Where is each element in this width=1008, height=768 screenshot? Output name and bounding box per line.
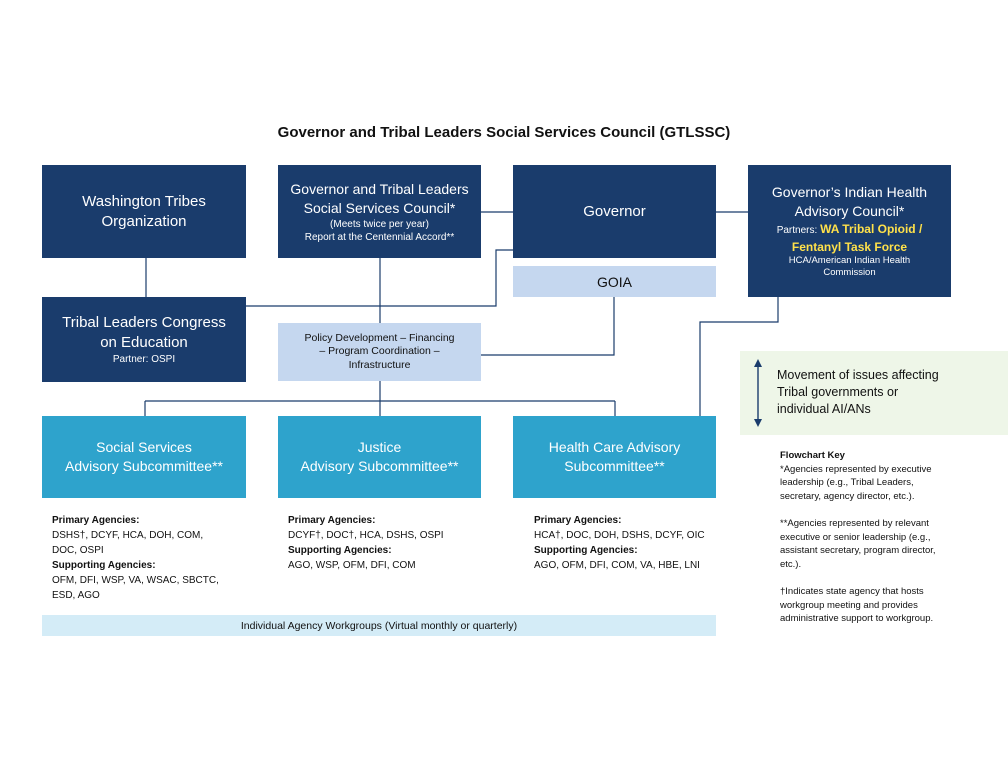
justice-supporting-1: AGO, WSP, OFM, DFI, COM [288, 560, 416, 571]
connector-tlce-governor [246, 249, 513, 307]
ihac-partners-highlight-2: Fentanyl Task Force [791, 240, 908, 254]
social-primary-label: Primary Agencies: [52, 515, 140, 526]
health-supporting-label: Supporting Agencies: [534, 545, 638, 556]
workgroups-bar: Individual Agency Workgroups (Virtual mo… [42, 615, 716, 636]
ihac-partners-highlight-1: WA Tribal Opioid / [820, 222, 923, 236]
key-item1-1: *Agencies represented by executive [780, 463, 932, 475]
box-governor: Governor [513, 165, 716, 258]
health-line1: Health Care Advisory [548, 439, 681, 455]
legend-text: Movement of issues affecting Tribal gove… [777, 367, 939, 418]
health-supporting-1: AGO, OFM, DFI, COM, VA, HBE, LNI [534, 560, 700, 571]
box-gtlssc-council: Governor and Tribal Leaders Social Servi… [278, 165, 481, 258]
social-supporting-1: OFM, DFI, WSP, VA, WSAC, SBCTC, [52, 575, 219, 586]
tlce-line2: on Education [100, 334, 188, 351]
legend-box: Movement of issues affecting Tribal gove… [740, 351, 1008, 435]
key-item1-3: secretary, agency director, etc.). [780, 490, 915, 502]
ihac-line4: Commission [823, 267, 876, 278]
tlce-partner: Partner: OSPI [112, 354, 176, 365]
box-tribal-leaders-congress: Tribal Leaders Congress on Education Par… [42, 297, 246, 382]
health-primary-label: Primary Agencies: [534, 515, 622, 526]
key-item3-1: †Indicates state agency that hosts [780, 586, 924, 597]
double-arrow-icon [754, 359, 762, 427]
key-title: Flowchart Key [780, 450, 845, 461]
social-line1: Social Services [96, 439, 192, 455]
connector-policy-goia [481, 297, 615, 356]
governor-label: Governor [583, 202, 646, 220]
policy-line3: Infrastructure [348, 358, 411, 371]
page-title: Governor and Tribal Leaders Social Servi… [277, 124, 731, 141]
social-line2: Advisory Subcommittee** [65, 458, 223, 474]
ihac-line2: Advisory Council* [794, 203, 905, 219]
workgroups-label: Individual Agency Workgroups (Virtual mo… [240, 619, 518, 632]
health-primary-1: HCA†, DOC, DOH, DSHS, DCYF, OIC [534, 530, 705, 541]
key-item2-3: assistant secretary, program director, [780, 545, 936, 556]
justice-agencies: Primary Agencies: DCYF†, DOC†, HCA, DSHS… [288, 513, 488, 573]
box-social-services-subcommittee: Social Services Advisory Subcommittee** [42, 416, 246, 498]
council-line4: Report at the Centennial Accord** [304, 231, 455, 243]
council-line3: (Meets twice per year) [330, 218, 429, 230]
key-item2-1: **Agencies represented by relevant [780, 518, 929, 529]
key-item2-4: etc.). [780, 558, 802, 570]
policy-line2: – Program Coordination – [319, 345, 440, 358]
council-line1: Governor and Tribal Leaders [290, 180, 469, 197]
justice-line2: Advisory Subcommittee** [300, 458, 459, 474]
justice-line1: Justice [357, 439, 402, 455]
ihac-partners-prefix: Partners: [776, 225, 818, 236]
box-goia: GOIA [513, 266, 716, 297]
tlce-line1: Tribal Leaders Congress [62, 314, 226, 331]
flowchart-key: Flowchart Key *Agencies represented by e… [780, 449, 990, 626]
social-primary-2: DOC, OSPI [52, 545, 104, 556]
ihac-line1: Governor’s Indian Health [771, 184, 928, 200]
council-line2: Social Services Council* [303, 199, 456, 216]
justice-supporting-label: Supporting Agencies: [288, 545, 392, 556]
key-item2-2: executive or senior leadership (e.g., [780, 531, 931, 543]
justice-primary-label: Primary Agencies: [288, 515, 376, 526]
health-agencies: Primary Agencies: HCA†, DOC, DOH, DSHS, … [534, 513, 734, 573]
key-item3-2: workgroup meeting and provides [780, 599, 918, 611]
justice-primary-1: DCYF†, DOC†, HCA, DSHS, OSPI [288, 530, 444, 541]
legend-line2: Tribal governments or [777, 385, 899, 399]
policy-line1: Policy Development – Financing [304, 331, 455, 344]
wto-line1: Washington Tribes [82, 192, 206, 210]
box-justice-subcommittee: Justice Advisory Subcommittee** [278, 416, 481, 498]
key-item3-3: administrative support to workgroup. [780, 613, 934, 624]
connector-ihac-health [699, 297, 779, 416]
box-washington-tribes-organization: Washington Tribes Organization [42, 165, 246, 258]
key-item1-2: leadership (e.g., Tribal Leaders, [780, 477, 914, 488]
social-supporting-2: ESD, AGO [52, 590, 100, 601]
ihac-line3: HCA/American Indian Health [788, 255, 911, 266]
box-indian-health-advisory-council: Governor’s Indian Health Advisory Counci… [748, 165, 951, 297]
legend-line3: individual AI/ANs [777, 402, 871, 416]
social-primary-1: DSHS†, DCYF, HCA, DOH, COM, [52, 530, 204, 541]
box-health-care-subcommittee: Health Care Advisory Subcommittee** [513, 416, 716, 498]
legend-line1: Movement of issues affecting [777, 368, 939, 382]
goia-label: GOIA [596, 273, 632, 290]
box-policy-development: Policy Development – Financing – Program… [278, 323, 481, 381]
wto-line2: Organization [101, 212, 187, 230]
health-line2: Subcommittee** [564, 458, 665, 474]
social-agencies: Primary Agencies: DSHS†, DCYF, HCA, DOH,… [52, 513, 252, 603]
ihac-partners: Partners: WA Tribal Opioid / [777, 221, 923, 239]
social-supporting-label: Supporting Agencies: [52, 560, 156, 571]
